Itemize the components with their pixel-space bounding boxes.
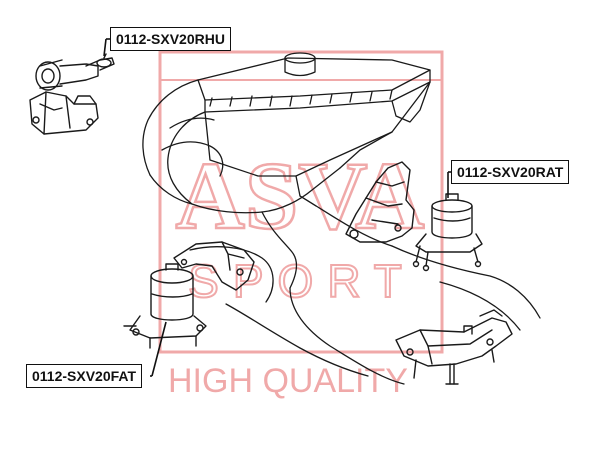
part-label-rat: 0112-SXV20RAT: [451, 160, 570, 184]
watermark-frame: [158, 50, 444, 354]
engine-block: [142, 52, 541, 385]
center-bracket: [173, 241, 255, 291]
part-label-fat: 0112-SXV20FAT: [26, 364, 143, 388]
fat-engine-mount: [123, 263, 207, 349]
part-label-rhu: 0112-SXV20RHU: [110, 27, 231, 51]
lower-crossmember: [395, 309, 513, 385]
watermark-sport: SPORT: [188, 255, 416, 307]
watermark-high-quality: HIGH QUALITY: [168, 362, 408, 400]
leader-lines: [103, 38, 451, 377]
rat-engine-mount: [345, 161, 483, 272]
rhu-torque-rod: [29, 53, 115, 135]
